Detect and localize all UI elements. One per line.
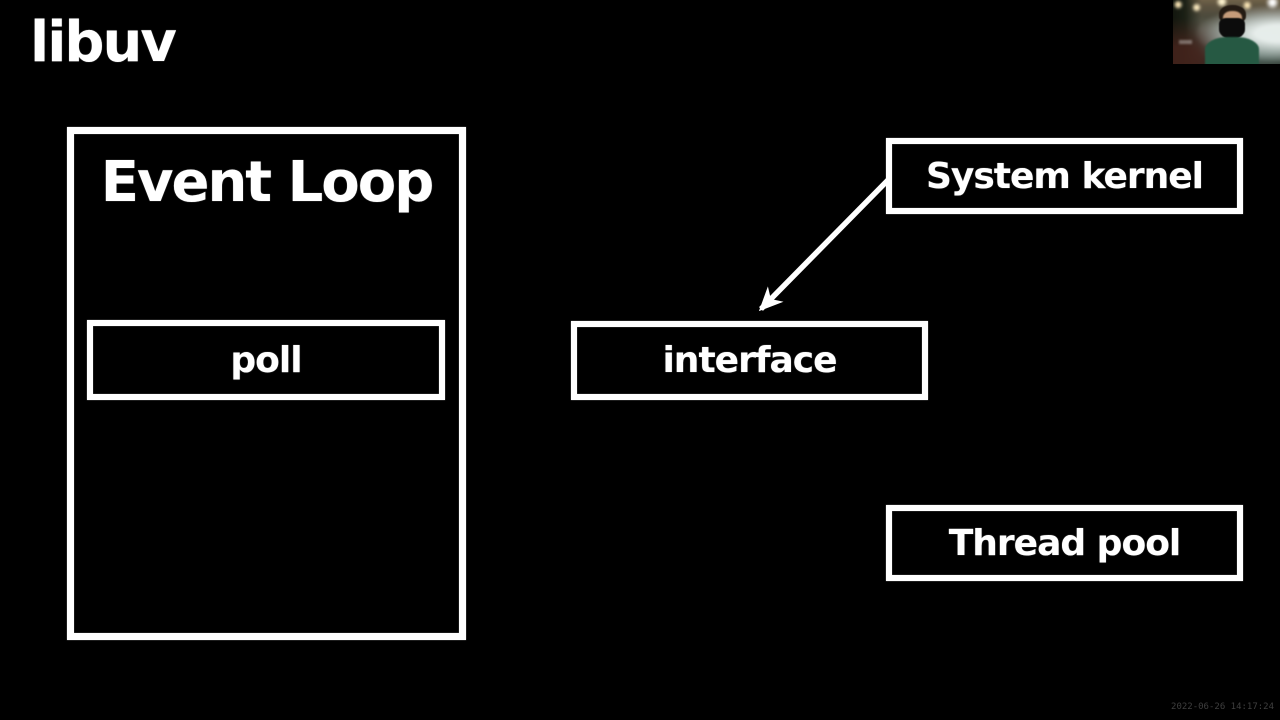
recording-timestamp: 2022-06-26 14:17:24: [1171, 702, 1274, 712]
system-kernel-label: System kernel: [925, 155, 1204, 197]
thread-pool-box: Thread pool: [886, 505, 1243, 581]
webcam-video: [1173, 0, 1280, 64]
event-loop-label: Event Loop: [100, 150, 435, 215]
system-kernel-box: System kernel: [886, 138, 1243, 214]
poll-box: poll: [87, 320, 445, 400]
presenter-shirt: [1205, 37, 1259, 64]
presenter-face-mask: [1219, 18, 1245, 39]
webcam-highlight: [1179, 40, 1192, 44]
event-loop-box: Event Loop: [67, 127, 466, 640]
thread-pool-label: Thread pool: [948, 522, 1182, 564]
interface-box: interface: [571, 321, 928, 400]
interface-label: interface: [662, 340, 837, 381]
slide-title: libuv: [30, 10, 177, 75]
poll-label: poll: [230, 339, 302, 381]
